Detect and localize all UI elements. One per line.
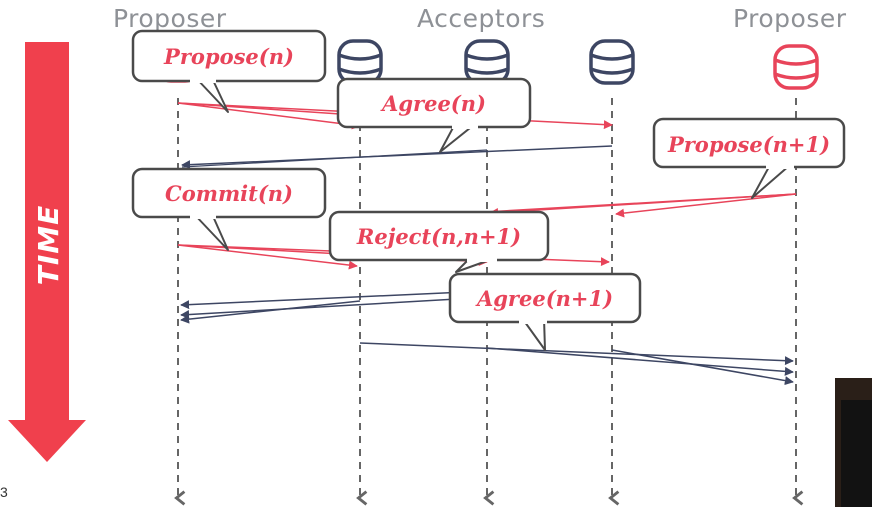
database-icon [464, 39, 510, 85]
callout-reject-text: Reject(n,n+1) [356, 224, 521, 249]
callout-propose-n: Propose(n) [131, 29, 327, 113]
msg-reject-3 [180, 300, 361, 324]
callout-agree-n: Agree(n) [336, 77, 532, 153]
msg-agree-n1-2 [486, 347, 794, 376]
msg-propose-n-a1 [177, 102, 361, 130]
page-number: 3 [0, 484, 8, 500]
msg-commit-n-a1 [177, 244, 358, 270]
callout-agree-n-plus-1: Agree(n+1) [448, 272, 642, 351]
presenter-video-thumbnail [835, 378, 872, 507]
msg-agree-n1-3 [611, 349, 794, 386]
callout-commit-n: Commit(n) [131, 167, 327, 251]
callout-commit-n-text: Commit(n) [165, 181, 293, 206]
callout-propose-n-plus-1: Propose(n+1) [652, 117, 846, 199]
database-icon [773, 44, 819, 90]
callout-propose-n-plus-1-text: Propose(n+1) [667, 132, 830, 157]
callout-agree-n-text: Agree(n) [380, 91, 486, 116]
callout-reject: Reject(n,n+1) [328, 210, 550, 273]
msg-agree-n-2 [181, 149, 488, 168]
time-arrow: TIME [8, 42, 86, 462]
msg-propose-n1-a3 [615, 193, 797, 218]
time-label: TIME [32, 205, 65, 286]
msg-propose-n1-a2 [489, 193, 797, 217]
callout-propose-n-text: Propose(n) [163, 44, 294, 69]
acceptors-header: Acceptors [417, 4, 546, 33]
proposer-left-header: Proposer [113, 4, 227, 33]
database-icon [589, 39, 635, 85]
proposer-right-header: Proposer [733, 4, 847, 33]
database-icon [337, 39, 383, 85]
msg-agree-n1-1 [359, 342, 794, 366]
callout-agree-n-plus-1-text: Agree(n+1) [475, 286, 613, 311]
msg-reject-1 [180, 290, 488, 310]
